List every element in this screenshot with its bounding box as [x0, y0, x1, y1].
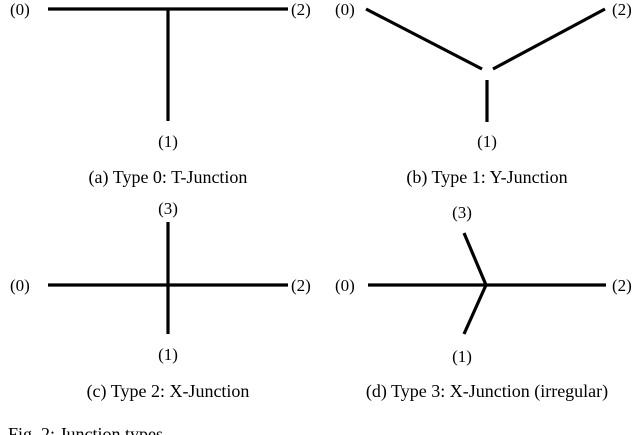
t-junction-label-1: (1): [158, 132, 178, 151]
x-junction-label-3: (3): [158, 199, 178, 218]
y-junction-label-2: (2): [612, 0, 632, 19]
t-junction-label-0: (0): [10, 0, 30, 19]
irregular-x-junction-arm-3: [462, 232, 488, 286]
irregular-x-junction-label-2: (2): [612, 276, 632, 295]
panel-y-junction: (0) (2) (1) (b) Type 1: Y-Junction: [335, 0, 632, 188]
x-junction-label-0: (0): [10, 276, 30, 295]
irregular-x-junction-label-3: (3): [452, 203, 472, 222]
t-junction-label-2: (2): [291, 0, 311, 19]
panel-irregular-x-junction: (3) (0) (2) (1) (d) Type 3: X-Junction (…: [335, 203, 632, 402]
t-junction-caption: (a) Type 0: T-Junction: [89, 167, 248, 188]
x-junction-caption: (c) Type 2: X-Junction: [87, 381, 250, 402]
irregular-x-junction-caption: (d) Type 3: X-Junction (irregular): [366, 381, 608, 402]
irregular-x-junction-label-0: (0): [335, 276, 355, 295]
y-junction-arm-0: [365, 7, 483, 71]
x-junction-label-1: (1): [158, 345, 178, 364]
irregular-x-junction-arm-1: [462, 284, 488, 335]
irregular-x-junction-label-1: (1): [452, 347, 472, 366]
y-junction-label-1: (1): [477, 132, 497, 151]
panel-t-junction: (0) (2) (1) (a) Type 0: T-Junction: [10, 0, 311, 188]
y-junction-caption: (b) Type 1: Y-Junction: [406, 167, 567, 188]
y-junction-label-0: (0): [335, 0, 355, 19]
x-junction-label-2: (2): [291, 276, 311, 295]
y-junction-arm-2: [492, 7, 606, 71]
figure-caption-partial: Fig. 2: Junction types ...: [8, 424, 181, 435]
panel-x-junction: (3) (0) (2) (1) (c) Type 2: X-Junction: [10, 199, 311, 402]
